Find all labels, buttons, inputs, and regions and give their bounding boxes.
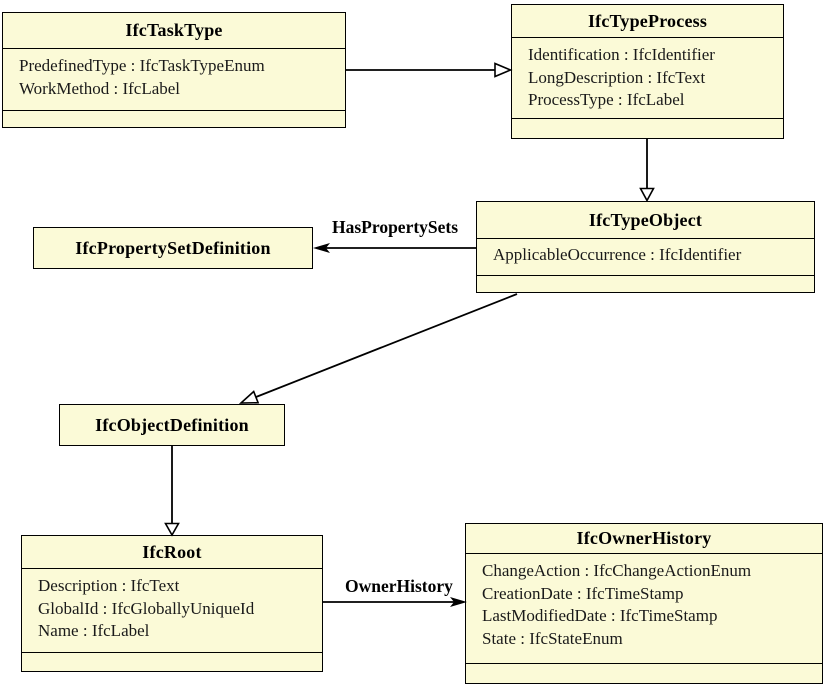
class-box-ifcpropertysetdefinition: IfcPropertySetDefinition	[33, 227, 313, 269]
generalization-arrow-objectdefinition-to-root	[164, 446, 180, 537]
generalization-arrow-typeobject-to-objectdefinition	[238, 293, 518, 404]
class-box-ifctypeprocess: IfcTypeProcess Identification : IfcIdent…	[511, 4, 784, 139]
class-box-ifctasktype: IfcTaskType PredefinedType : IfcTaskType…	[2, 12, 346, 128]
attribute: GlobalId : IfcGloballyUniqueId	[38, 598, 255, 618]
class-name: IfcRoot	[22, 536, 322, 569]
class-name: IfcTypeObject	[477, 202, 814, 239]
attribute-list: ApplicableOccurrence : IfcIdentifier	[477, 239, 814, 276]
attribute: WorkMethod : IfcLabel	[19, 78, 181, 98]
attribute: PredefinedType : IfcTaskTypeEnum	[19, 56, 265, 75]
attribute: LastModifiedDate : IfcTimeStamp	[482, 606, 718, 625]
attribute: ApplicableOccurrence : IfcIdentifier	[493, 245, 742, 264]
class-name: IfcTaskType	[3, 13, 345, 49]
class-name: IfcPropertySetDefinition	[75, 237, 271, 258]
attribute: CreationDate : IfcTimeStamp	[482, 583, 684, 603]
attribute: State : IfcStateEnum	[482, 628, 623, 648]
attribute: Description : IfcText	[38, 576, 180, 595]
class-box-ifcobjectdefinition: IfcObjectDefinition	[59, 404, 285, 446]
class-name: IfcObjectDefinition	[95, 414, 249, 435]
class-name: IfcTypeProcess	[512, 5, 783, 38]
association-arrow-haspropertysets	[313, 243, 476, 253]
empty-compartment	[477, 276, 814, 292]
class-name: IfcOwnerHistory	[466, 524, 822, 554]
empty-compartment	[466, 664, 822, 683]
attribute: Name : IfcLabel	[38, 621, 150, 640]
association-label-haspropertysets: HasPropertySets	[332, 217, 459, 237]
generalization-arrow-tasktype-to-typeprocess	[346, 62, 513, 78]
class-box-ifcownerhistory: IfcOwnerHistory ChangeAction : IfcChange…	[465, 523, 823, 684]
attribute: LongDescription : IfcText	[528, 67, 706, 87]
attribute: ProcessType : IfcLabel	[528, 90, 685, 109]
attribute: Identification : IfcIdentifier	[528, 45, 715, 64]
generalization-arrow-typeprocess-to-typeobject	[639, 139, 655, 203]
empty-compartment	[512, 119, 783, 138]
class-box-ifctypeobject: IfcTypeObject ApplicableOccurrence : Ifc…	[476, 201, 815, 293]
association-arrow-ownerhistory	[323, 597, 467, 607]
attribute: ChangeAction : IfcChangeActionEnum	[482, 561, 752, 580]
empty-compartment	[22, 653, 322, 671]
empty-compartment	[3, 111, 345, 127]
association-label-ownerhistory: OwnerHistory	[345, 576, 453, 596]
